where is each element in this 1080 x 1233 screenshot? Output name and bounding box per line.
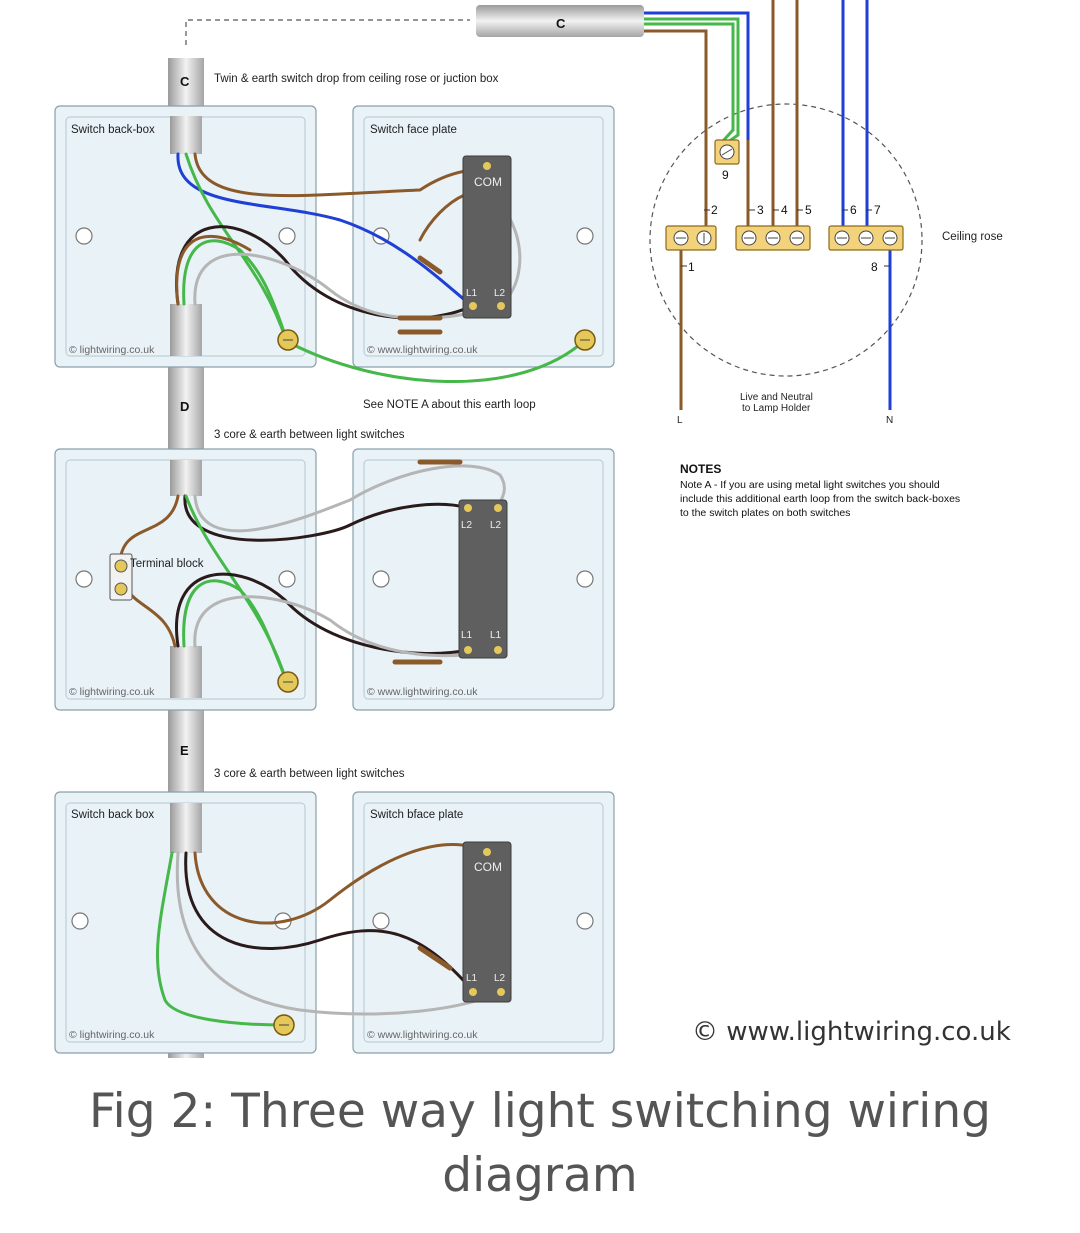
earth-terminal [574, 329, 596, 351]
screw-hole [71, 912, 89, 930]
three-core-label-1: 3 core & earth between light switches [214, 429, 405, 441]
screw-hole [75, 570, 93, 588]
rose-incoming-wires [644, 0, 892, 410]
switch-back-box-2 [54, 448, 317, 711]
rose-terminal-block-a [665, 225, 717, 251]
switch-back-box-1 [54, 105, 317, 368]
watermark-back-2: © lightwiring.co.uk [69, 686, 155, 698]
neutral-label: N [886, 415, 893, 426]
switch-3-l1: L1 [466, 973, 478, 984]
live-neutral-label-1: Live and Neutral [740, 392, 813, 403]
screw-hole [278, 227, 296, 245]
twin-earth-label: Twin & earth switch drop from ceiling ro… [214, 73, 499, 85]
cable-label-e: E [180, 743, 189, 758]
rose-terminal-block-c [828, 225, 904, 251]
rose-earth-terminal [714, 139, 740, 165]
notes-title: NOTES [680, 462, 721, 476]
rose-terminal-4: 4 [781, 203, 788, 217]
notes-line-3: to the switch plates on both switches [680, 507, 850, 519]
three-core-label-2: 3 core & earth between light switches [214, 768, 405, 780]
cable-sleeve [170, 460, 202, 496]
screw-hole [576, 227, 594, 245]
cable-sleeve [170, 646, 202, 698]
cable-label-c-top: C [556, 16, 566, 31]
rose-terminal-8: 8 [871, 260, 878, 274]
rose-tick-marks [681, 209, 890, 267]
diagram-canvas: 1 2 3 4 5 6 7 8 9 Ceiling rose Live and … [54, 0, 1011, 1058]
switch-2-l2a: L2 [461, 520, 473, 531]
cable-c-top [476, 5, 644, 37]
cable-sleeve [170, 803, 202, 853]
rose-terminal-2: 2 [711, 203, 718, 217]
switch-mechanism-1 [462, 155, 512, 319]
switch-back-box-3-title: Switch back box [71, 809, 154, 821]
screw-hole [278, 570, 296, 588]
watermark-face-1: © www.lightwiring.co.uk [367, 344, 478, 356]
rose-terminal-5: 5 [805, 203, 812, 217]
rose-terminal-block-b [735, 225, 811, 251]
figure-caption: Fig 2: Three way light switching wiring … [89, 1084, 991, 1203]
rose-terminal-1: 1 [688, 260, 695, 274]
switch-2-l1a: L1 [461, 630, 473, 641]
switch-1-com: COM [474, 175, 502, 189]
live-neutral-label-2: to Lamp Holder [742, 403, 811, 414]
switch-3-com: COM [474, 860, 502, 874]
credit-text: © www.lightwiring.co.uk [692, 1017, 1011, 1047]
switch-mechanism-3 [462, 841, 512, 1003]
rose-terminal-3: 3 [757, 203, 764, 217]
watermark-face-2: © www.lightwiring.co.uk [367, 686, 478, 698]
cable-sleeve [170, 304, 202, 356]
switch-mechanism-2 [458, 499, 508, 659]
terminal-block [109, 553, 133, 601]
switch-1-l1: L1 [466, 288, 478, 299]
cable-sleeve [170, 116, 202, 154]
terminal-block-label: Terminal block [130, 558, 204, 570]
switch-3-l2: L2 [494, 973, 506, 984]
switch-2-l1b: L1 [490, 630, 502, 641]
watermark-back-1: © lightwiring.co.uk [69, 344, 155, 356]
watermark-back-3: © lightwiring.co.uk [69, 1029, 155, 1041]
switch-2-l2b: L2 [490, 520, 502, 531]
ceiling-rose-outline [649, 103, 923, 377]
switch-1-l2: L2 [494, 288, 506, 299]
notes-line-1: Note A - If you are using metal light sw… [680, 479, 940, 491]
screw-hole [372, 912, 390, 930]
switch-back-box-1-title: Switch back-box [71, 124, 155, 136]
dashed-connector [185, 19, 470, 45]
rose-terminal-6: 6 [850, 203, 857, 217]
screw-hole [576, 570, 594, 588]
rose-terminal-7: 7 [874, 203, 881, 217]
wires-row-3 [155, 843, 504, 1027]
cable-label-c-drop: C [180, 74, 190, 89]
note-a-loop-label: See NOTE A about this earth loop [363, 399, 536, 411]
watermark-face-3: © www.lightwiring.co.uk [367, 1029, 478, 1041]
earth-terminal [273, 1014, 295, 1036]
screw-hole [75, 227, 93, 245]
cable-label-d: D [180, 399, 189, 414]
live-label: L [677, 415, 683, 426]
ceiling-rose-label: Ceiling rose [942, 231, 1003, 243]
earth-terminal [277, 329, 299, 351]
earth-terminal [277, 671, 299, 693]
rose-terminal-9: 9 [722, 168, 729, 182]
screw-hole [576, 912, 594, 930]
switch-face-plate-1-title: Switch face plate [370, 124, 457, 136]
screw-hole [372, 570, 390, 588]
switch-face-plate-3-title: Switch bface plate [370, 809, 463, 821]
notes-line-2: include this additional earth loop from … [680, 493, 960, 505]
